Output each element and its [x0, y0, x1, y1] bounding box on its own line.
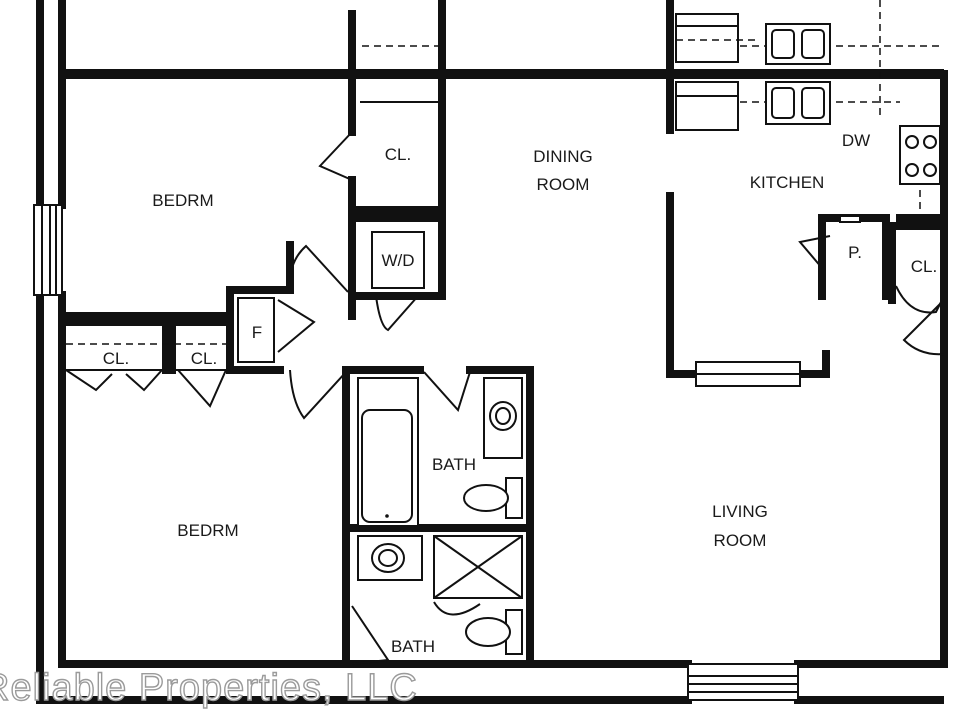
pantry-closet: [798, 214, 948, 356]
label-furnace: F: [252, 323, 262, 342]
room-label-dining-1: DINING: [533, 147, 593, 166]
watermark: Reliable Properties, LLC: [0, 667, 418, 709]
room-label-bath-second: BATH: [391, 637, 435, 656]
upper-counter: [675, 13, 831, 65]
second-bath-toilet: [465, 609, 523, 655]
main-bath-sink: [483, 377, 523, 459]
fixture-labels: CL. CL. CL. CL. W/D F P. DW: [103, 131, 937, 368]
washer-dryer-box: [371, 231, 425, 289]
left-closets: [58, 318, 230, 408]
label-washer-dryer: W/D: [381, 251, 414, 270]
room-label-kitchen: KITCHEN: [750, 173, 825, 192]
hall-walls: [58, 241, 356, 420]
room-labels: BEDRM BEDRM DINING ROOM KITCHEN LIVING R…: [152, 147, 824, 656]
bath-walls: [342, 366, 534, 668]
left-window: [33, 204, 63, 296]
label-pantry: P.: [848, 243, 862, 262]
shower: [433, 535, 523, 616]
label-closet-left-1: CL.: [103, 349, 129, 368]
room-label-bath-main: BATH: [432, 455, 476, 474]
bottom-window: [687, 663, 799, 701]
room-label-bedroom-top: BEDRM: [152, 191, 213, 210]
furnace-box: [237, 297, 275, 363]
room-label-living-1: LIVING: [712, 502, 768, 521]
room-label-living-2: ROOM: [714, 531, 767, 550]
exterior-walls: [36, 0, 948, 704]
second-bath-sink: [357, 535, 423, 581]
main-bath-toilet: [463, 477, 523, 519]
label-closet-kitchen: CL.: [911, 257, 937, 276]
label-dishwasher: DW: [842, 131, 870, 150]
label-closet-top: CL.: [385, 145, 411, 164]
bathtub: [357, 377, 419, 527]
label-closet-left-2: CL.: [191, 349, 217, 368]
room-label-bedroom-bottom: BEDRM: [177, 521, 238, 540]
room-label-dining-2: ROOM: [537, 175, 590, 194]
kitchen-walls: [666, 76, 948, 387]
closet-stack-walls: [318, 76, 446, 332]
